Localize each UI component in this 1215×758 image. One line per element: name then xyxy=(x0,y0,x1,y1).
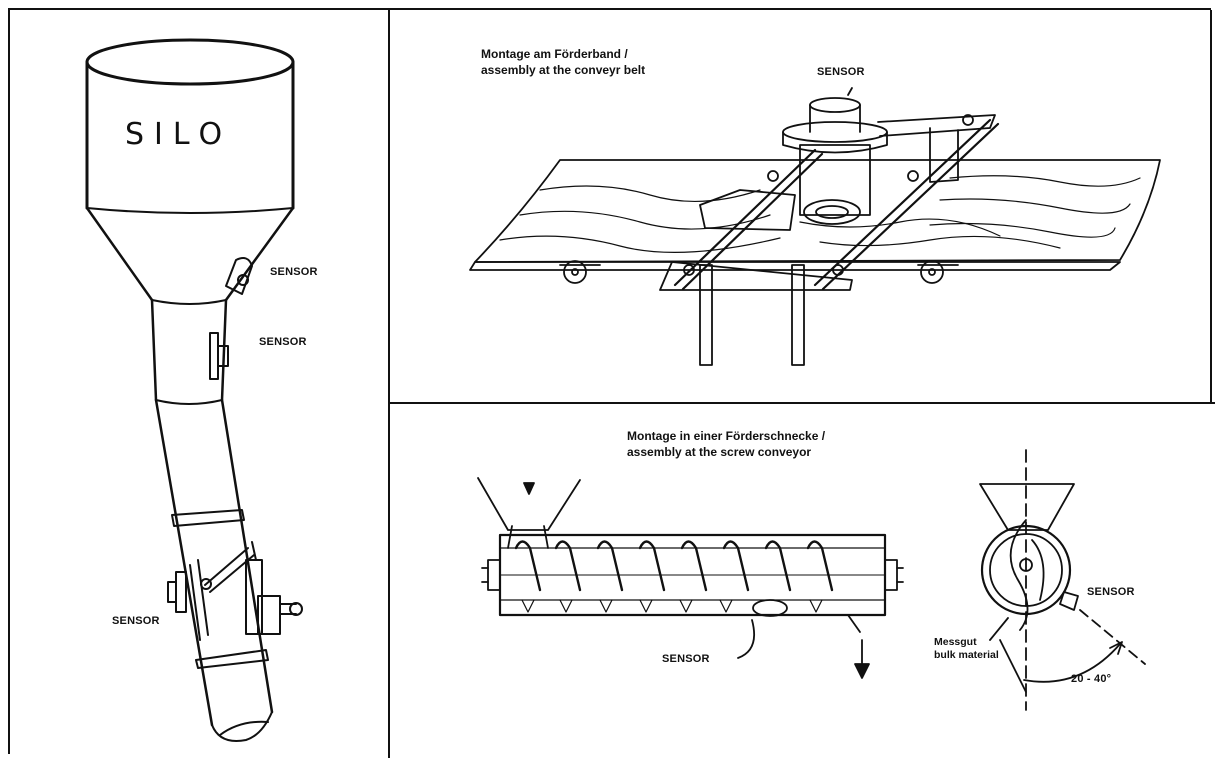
material-label-de: Messgut xyxy=(934,636,977,648)
conveyor-belt-title-de: Montage am Förderband / xyxy=(481,47,628,61)
sensor-middle-label: SENSOR xyxy=(259,336,307,348)
conveyor-belt-drawing xyxy=(469,87,1161,366)
screw-sensor-side-label: SENSOR xyxy=(1087,586,1135,598)
screw-conveyor-drawing xyxy=(477,449,1146,711)
sensor-upper-label: SENSOR xyxy=(270,266,318,278)
diagram-frame xyxy=(8,8,1211,754)
sensor-lower-label: SENSOR xyxy=(112,615,160,627)
conveyor-sensor-label: SENSOR xyxy=(817,66,865,78)
screw-sensor-bottom-label: SENSOR xyxy=(662,653,710,665)
vertical-divider xyxy=(388,10,390,758)
silo-label: SILO xyxy=(125,117,233,152)
material-label-en: bulk material xyxy=(934,649,999,661)
right-border xyxy=(1210,10,1212,402)
conveyor-belt-title-en: assembly at the conveyr belt xyxy=(481,63,646,77)
silo-drawing xyxy=(85,38,303,742)
screw-conveyor-title-en: assembly at the screw conveyor xyxy=(627,445,812,459)
angle-label: 20 - 40° xyxy=(1071,673,1112,685)
horizontal-divider xyxy=(390,402,1215,404)
screw-conveyor-title-de: Montage in einer Förderschnecke / xyxy=(627,429,826,443)
